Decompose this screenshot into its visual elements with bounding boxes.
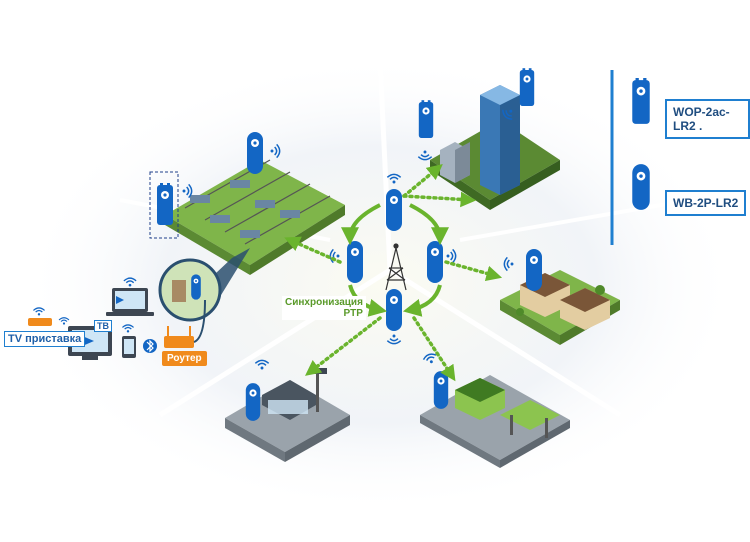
wb-2p-lr2-device-icon [427,241,443,283]
bus-stop-tile [225,368,350,462]
wb-2p-lr2-device-icon [433,371,449,409]
wop-2ac-lr2-device-icon [632,78,650,124]
sync-label: Синхронизация PTP [282,296,366,320]
wb-2p-lr2-device-icon [245,383,261,421]
solar-field-tile [165,159,345,275]
router-icon [164,326,194,348]
wop-2ac-lr2-device-icon [157,183,173,225]
sync-label-line1: Синхронизация [285,297,363,308]
zoom-bubble [158,258,222,322]
sync-label-line2: PTP [343,308,363,319]
selection-box [149,171,179,239]
link-solar [284,236,342,264]
office-tile [430,85,560,210]
link-busstop [305,316,382,376]
link-office [402,163,443,198]
router-label: Роутер [162,351,207,366]
legend-label-wb: WB-2P-LR2 [673,196,739,210]
tv-box-label: TV приставка [4,331,86,347]
legend-item-wb: WB-2P-LR2 [665,190,747,216]
link-residential [444,260,503,282]
wb-2p-lr2-device-icon [526,249,542,291]
gas-station-tile [420,375,570,468]
link-gasstation [412,316,456,382]
tv-box-device [28,318,52,326]
laptop-icon [106,288,154,316]
wop-2ac-lr2-device-icon [418,100,434,138]
wop-2ac-lr2-device-icon [519,68,535,106]
tv-label: ТВ [94,320,112,332]
wb-2p-lr2-device-icon [386,189,402,231]
cell-tower-icon [385,243,407,291]
background-ellipse [20,55,740,515]
wb-2p-lr2-device-icon [386,289,402,331]
legend-item-wop: WOP-2ac-LR2 . [665,99,750,139]
wb-2p-lr2-device-icon [247,132,263,174]
link-tower [402,191,477,208]
wb-2p-lr2-device-icon [347,241,363,283]
wb-2p-lr2-device-icon [632,164,650,210]
legend-label-wop: WOP-2ac-LR2 . [673,105,730,133]
